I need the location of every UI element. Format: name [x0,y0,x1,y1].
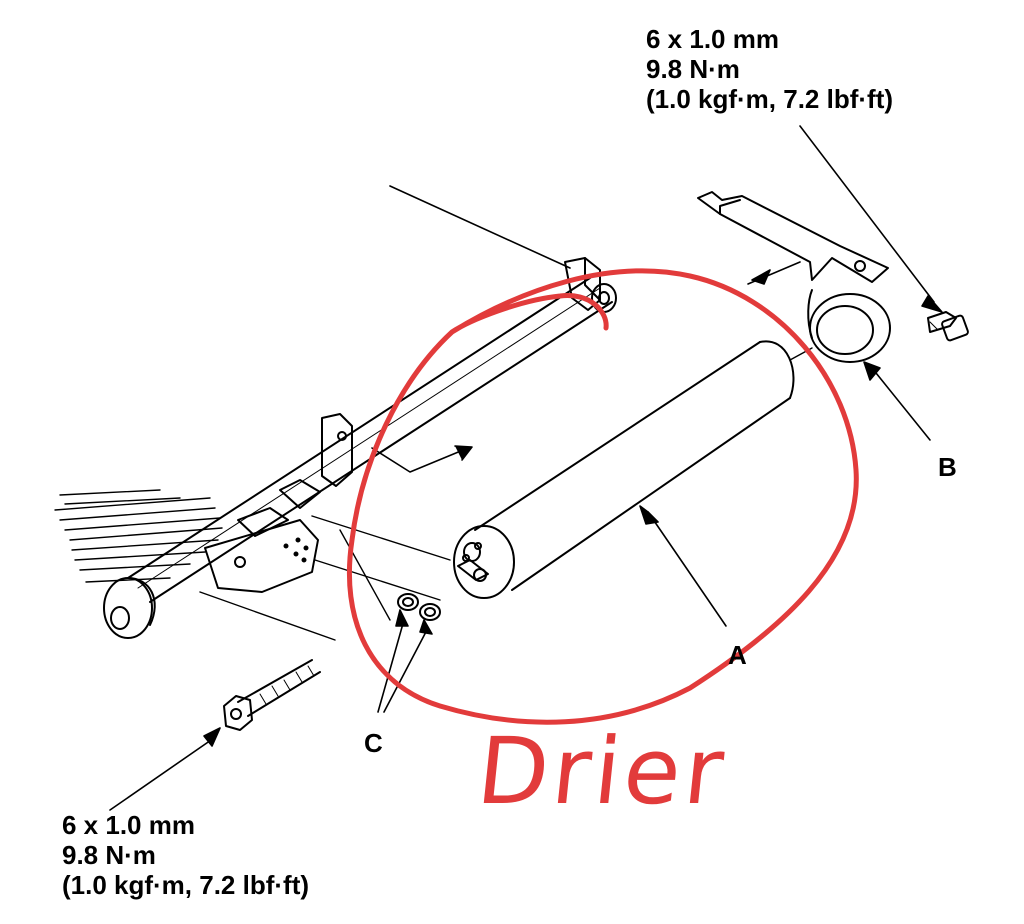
callout-b: B [938,452,957,482]
spec-bottom-torque-alt: (1.0 kgf·m, 7.2 lbf·ft) [62,870,310,900]
leader-line-upper [389,185,571,269]
callout-c: C [364,728,383,758]
spec-bottom-torque-nm: 9.8 N·m [62,840,156,870]
drier-mounting-bracket [697,191,891,363]
drier-canister [453,340,795,599]
drier-handwritten-annotation: Drier [472,718,733,825]
bolt-bottom [223,659,321,731]
callout-a: A [728,640,747,670]
spec-top-size: 6 x 1.0 mm [646,24,779,54]
drier-mount-body [204,479,321,593]
red-annotation-circle [346,268,859,725]
o-rings [397,593,441,621]
lower-tube-bracket [321,413,353,487]
spec-top-torque-nm: 9.8 N·m [646,54,740,84]
bolt-top [927,311,969,342]
insertion-arrow [371,445,473,473]
condenser-fins [54,489,223,583]
leader-arrows [109,125,943,811]
spec-top-torque-alt: (1.0 kgf·m, 7.2 lbf·ft) [646,84,894,114]
condenser-header-tube [103,277,613,639]
spec-bottom-size: 6 x 1.0 mm [62,810,195,840]
torque-spec-bottom: 6 x 1.0 mm 9.8 N·m (1.0 kgf·m, 7.2 lbf·f… [62,810,309,900]
bracket-insertion-arrow [747,261,801,285]
torque-spec-top: 6 x 1.0 mm 9.8 N·m (1.0 kgf·m, 7.2 lbf·f… [646,24,893,114]
leader-lines-mount [199,515,451,641]
